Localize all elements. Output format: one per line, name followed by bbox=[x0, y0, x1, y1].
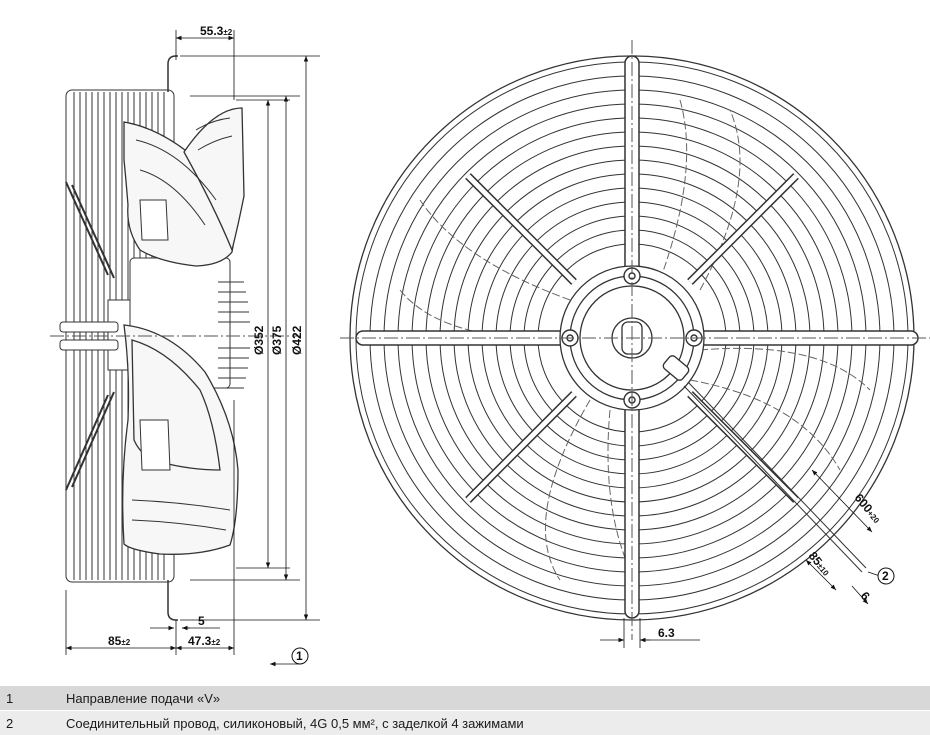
dim-depth-85: 85±2 bbox=[108, 634, 131, 648]
fan-front-view bbox=[340, 40, 930, 640]
svg-text:1: 1 bbox=[296, 649, 303, 663]
legend-number: 2 bbox=[6, 715, 14, 731]
side-motor-fins bbox=[218, 281, 250, 389]
callout-2: 2 bbox=[877, 567, 895, 585]
dim-gap-5: 5 bbox=[198, 614, 205, 628]
dim-dia-422: Ø422 bbox=[290, 325, 304, 355]
fan-side-view bbox=[50, 55, 300, 621]
dim-offset-55: 55.3±2 bbox=[200, 24, 233, 38]
side-mount-struts bbox=[65, 181, 115, 491]
dim-dia-375: Ø375 bbox=[270, 325, 284, 355]
legend-description: Направление подачи «V» bbox=[66, 690, 221, 706]
front-motor-hub bbox=[559, 265, 705, 411]
front-dimensions bbox=[600, 469, 881, 648]
fan-technical-drawing: 55.3±2 Ø352 Ø375 Ø422 5 85±2 47.3±2 1 bbox=[50, 24, 930, 667]
legend-row: 2 Соединительный провод, силиконовый, 4G… bbox=[0, 711, 930, 735]
legend-description: Соединительный провод, силиконовый, 4G 0… bbox=[66, 715, 524, 731]
dim-dia-352: Ø352 bbox=[252, 325, 266, 355]
legend-table: 1 Направление подачи «V» 2 Соединительны… bbox=[0, 686, 930, 735]
svg-text:2: 2 bbox=[882, 569, 889, 583]
legend-row: 1 Направление подачи «V» bbox=[0, 686, 930, 710]
dim-bracket-6-3: 6.3 bbox=[658, 626, 675, 640]
legend-number: 1 bbox=[6, 690, 14, 706]
side-dimensions bbox=[65, 30, 320, 667]
connection-cable bbox=[687, 381, 867, 569]
dim-depth-47: 47.3±2 bbox=[188, 634, 221, 648]
callout-1: 1 bbox=[291, 647, 309, 665]
